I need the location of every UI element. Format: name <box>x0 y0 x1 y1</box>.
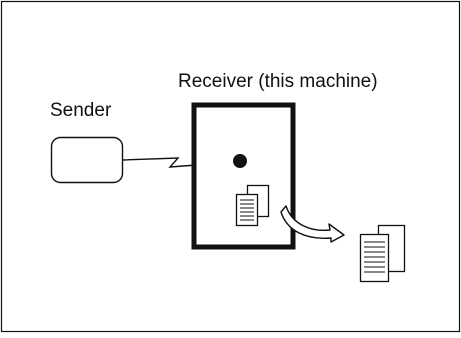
indicator-dot <box>233 154 247 168</box>
receiver-label: Receiver (this machine) <box>178 71 378 92</box>
transfer-curved-arrow-icon <box>280 205 345 243</box>
output-documents-icon <box>359 224 406 283</box>
sender-device <box>50 136 124 184</box>
sender-label: Sender <box>50 100 112 121</box>
received-documents-icon <box>235 184 270 227</box>
